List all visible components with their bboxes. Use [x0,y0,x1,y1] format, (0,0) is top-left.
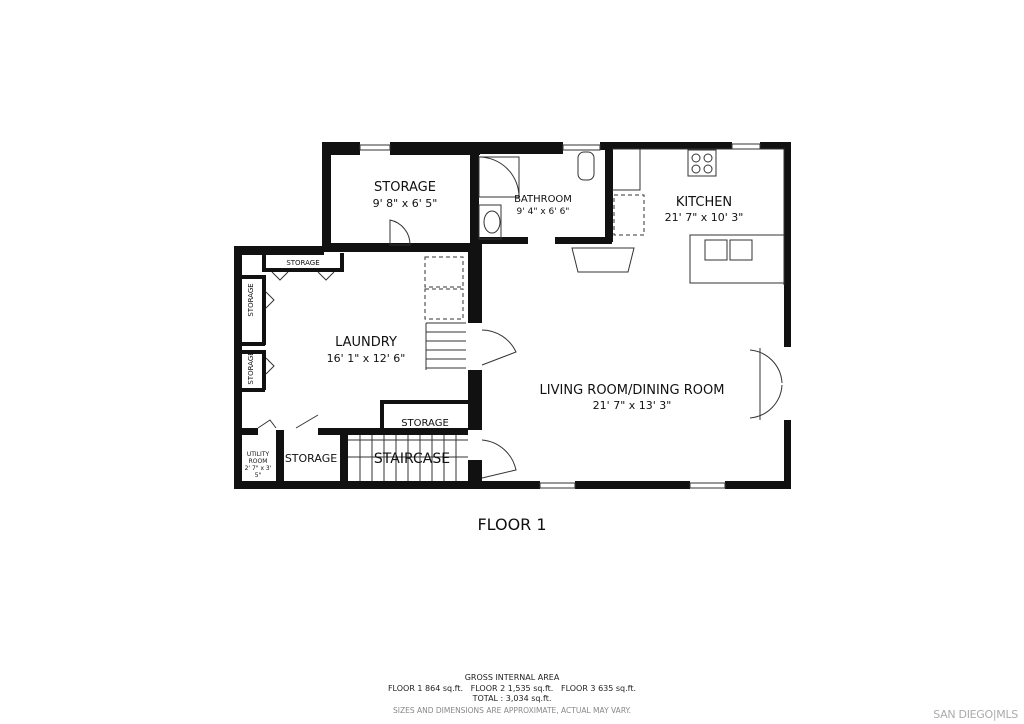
room-name-laundry: LAUNDRY [335,335,397,350]
storage-left-1: STORAGE [247,283,255,316]
utility-name-2: ROOM [249,458,268,465]
fixtures [257,143,785,489]
storage-mid: STORAGE [401,418,449,429]
storage-bottom: STORAGE [285,452,337,465]
staircase-label: STAIRCASE [374,451,450,467]
room-labels: STORAGE 9' 8" x 6' 5" BATHROOM 9' 4" x 6… [245,180,744,479]
room-dims-bathroom: 9' 4" x 6' 6" [517,207,570,217]
room-dims-living: 21' 7" x 13' 3" [593,399,672,412]
floor-title: FLOOR 1 [477,515,547,534]
mls-logo: SAN DIEGO|MLS [933,708,1018,721]
area-total: TOTAL : 3,034 sq.ft. [472,694,552,703]
walls [234,142,791,489]
room-name-kitchen: KITCHEN [676,195,732,210]
room-name-storage: STORAGE [374,180,436,195]
utility-name-1: UTILITY [247,451,270,458]
utility-dims-2: 5" [255,472,262,479]
room-dims-kitchen: 21' 7" x 10' 3" [665,211,744,224]
room-name-living: LIVING ROOM/DINING ROOM [540,383,725,398]
room-name-bathroom: BATHROOM [514,194,572,205]
area-heading: GROSS INTERNAL AREA [464,673,560,682]
disclaimer: SIZES AND DIMENSIONS ARE APPROXIMATE, AC… [392,706,631,715]
area-floors: FLOOR 1 864 sq.ft. FLOOR 2 1,535 sq.ft. … [387,684,637,693]
room-dims-laundry: 16' 1" x 12' 6" [327,352,406,365]
storage-small-top: STORAGE [286,259,319,267]
utility-dims-1: 2' 7" x 3' [245,465,272,472]
room-dims-storage: 9' 8" x 6' 5" [373,197,438,210]
storage-left-2: STORAGE [247,351,255,384]
